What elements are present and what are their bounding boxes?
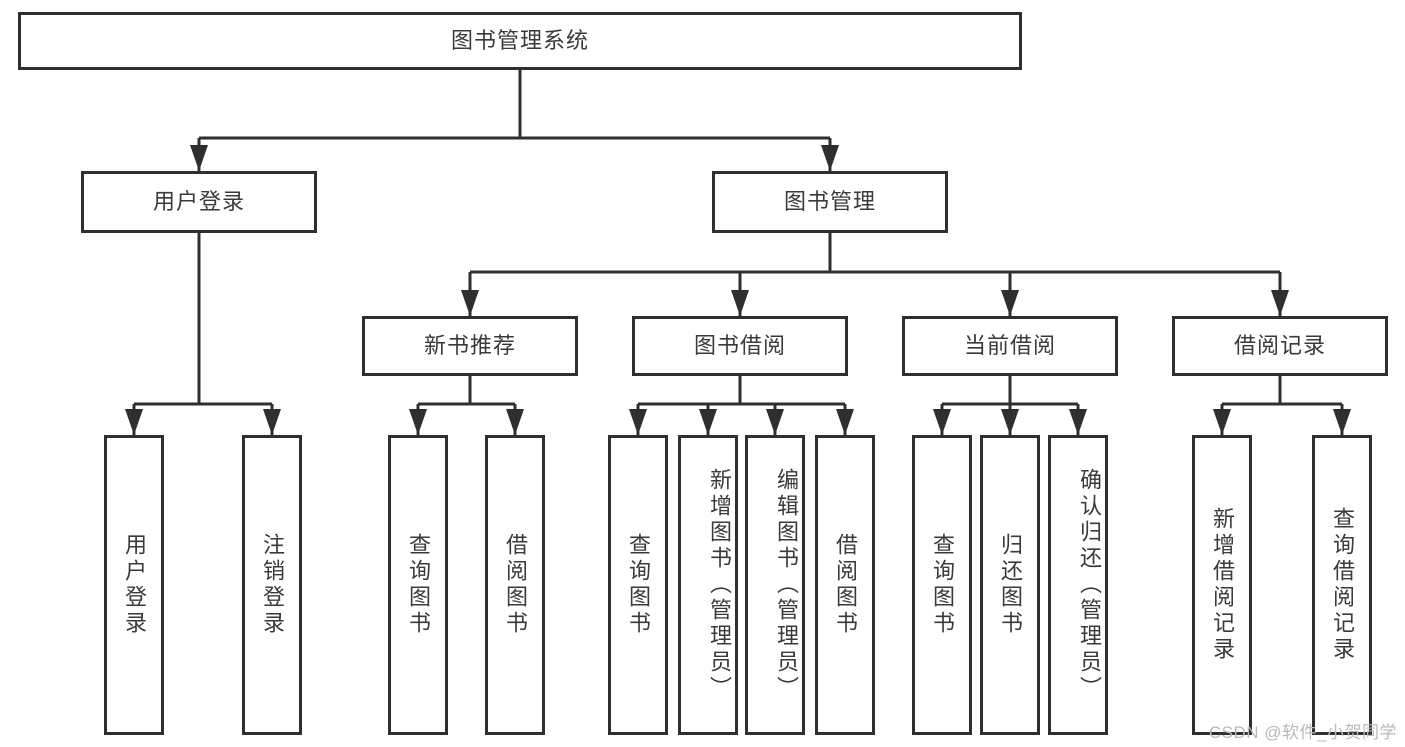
- arrow-head: [699, 409, 717, 435]
- arrow-head: [933, 409, 951, 435]
- node-label: 查询图书: [626, 533, 651, 637]
- node-label: 查询图书: [930, 533, 955, 637]
- node-leaf-confirm-return[interactable]: 确认归还（管理员）: [1048, 435, 1108, 735]
- node-leaf-query-record[interactable]: 查询借阅记录: [1312, 435, 1372, 735]
- node-leaf-query-book-3[interactable]: 查询图书: [912, 435, 972, 735]
- node-leaf-query-book-1[interactable]: 查询图书: [388, 435, 448, 735]
- node-root[interactable]: 图书管理系统: [18, 12, 1022, 70]
- node-label: 用户登录: [122, 533, 147, 637]
- node-label: 图书管理系统: [450, 27, 589, 53]
- arrow-head: [506, 409, 524, 435]
- arrow-head: [409, 409, 427, 435]
- node-leaf-borrow-book-1[interactable]: 借阅图书: [485, 435, 545, 735]
- arrow-head: [836, 409, 854, 435]
- node-leaf-query-book-2[interactable]: 查询图书: [608, 435, 668, 735]
- node-label: 图书管理: [783, 188, 876, 214]
- arrow-head: [1213, 409, 1231, 435]
- node-leaf-borrow-book-2[interactable]: 借阅图书: [815, 435, 875, 735]
- arrow-head: [1001, 409, 1019, 435]
- node-borrow-record[interactable]: 借阅记录: [1172, 316, 1388, 376]
- node-label: 编辑图书（管理员）: [774, 468, 799, 702]
- arrow-head: [766, 409, 784, 435]
- node-label: 确认归还（管理员）: [1077, 468, 1102, 702]
- node-label: 新书推荐: [423, 332, 516, 358]
- node-label: 查询图书: [406, 533, 431, 637]
- arrow-head: [821, 145, 839, 171]
- node-label: 查询借阅记录: [1330, 507, 1355, 663]
- node-label: 图书借阅: [693, 332, 786, 358]
- node-label: 归还图书: [998, 533, 1023, 637]
- arrow-head: [1271, 290, 1289, 316]
- node-current-borrow[interactable]: 当前借阅: [902, 316, 1118, 376]
- arrow-head: [461, 290, 479, 316]
- node-label: 借阅记录: [1233, 332, 1326, 358]
- node-label: 新增借阅记录: [1210, 507, 1235, 663]
- node-book-borrow[interactable]: 图书借阅: [632, 316, 848, 376]
- arrow-head: [1069, 409, 1087, 435]
- node-user-login[interactable]: 用户登录: [81, 171, 317, 233]
- node-label: 当前借阅: [963, 332, 1056, 358]
- node-label: 借阅图书: [833, 533, 858, 637]
- node-label: 注销登录: [260, 533, 285, 637]
- node-leaf-return-book[interactable]: 归还图书: [980, 435, 1040, 735]
- node-label: 新增图书（管理员）: [707, 468, 732, 702]
- node-leaf-add-record[interactable]: 新增借阅记录: [1192, 435, 1252, 735]
- node-leaf-add-book[interactable]: 新增图书（管理员）: [678, 435, 738, 735]
- node-new-book-recommend[interactable]: 新书推荐: [362, 316, 578, 376]
- arrow-head: [263, 409, 281, 435]
- arrow-head: [1001, 290, 1019, 316]
- node-book-management[interactable]: 图书管理: [712, 171, 948, 233]
- node-leaf-logout[interactable]: 注销登录: [242, 435, 302, 735]
- node-label: 借阅图书: [503, 533, 528, 637]
- arrow-head: [629, 409, 647, 435]
- arrow-head: [190, 145, 208, 171]
- node-label: 用户登录: [152, 188, 245, 214]
- arrow-head: [731, 290, 749, 316]
- node-leaf-edit-book[interactable]: 编辑图书（管理员）: [745, 435, 805, 735]
- node-leaf-user-login[interactable]: 用户登录: [104, 435, 164, 735]
- arrow-head: [1333, 409, 1351, 435]
- arrow-head: [125, 409, 143, 435]
